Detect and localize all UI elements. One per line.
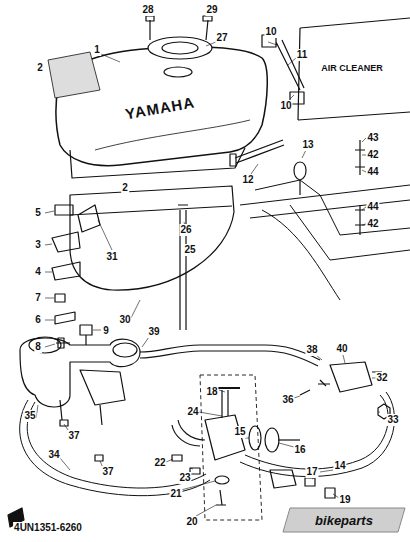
callout-number: 2 bbox=[121, 182, 129, 194]
callout-number: 3 bbox=[34, 239, 42, 251]
callout-number: 12 bbox=[241, 174, 254, 186]
callout-number: 4 bbox=[34, 266, 42, 278]
callout-number: 39 bbox=[147, 326, 160, 338]
callout-number: 37 bbox=[67, 430, 80, 442]
callout-number: 5 bbox=[34, 207, 42, 219]
fuel-cap bbox=[148, 37, 212, 59]
callout-number: 42 bbox=[366, 218, 379, 230]
callout-number: 19 bbox=[338, 494, 351, 506]
callout-number: 17 bbox=[305, 466, 318, 478]
fuel-pump bbox=[330, 362, 372, 392]
callout-number: 24 bbox=[186, 406, 199, 418]
callout-number: 44 bbox=[366, 201, 379, 213]
watermark: bikeparts bbox=[314, 513, 374, 528]
callout-number: 35 bbox=[23, 410, 36, 422]
tank-pad bbox=[70, 186, 234, 290]
callout-number: 22 bbox=[153, 457, 166, 469]
callout-number: 15 bbox=[233, 426, 246, 438]
brand-text: YAMAHA bbox=[123, 93, 197, 122]
callout-number: 2 bbox=[36, 62, 44, 74]
callout-number: 29 bbox=[205, 4, 218, 16]
callout-number: 18 bbox=[205, 386, 218, 398]
callout-number: 23 bbox=[178, 472, 191, 484]
callout-number: 10 bbox=[279, 100, 292, 112]
callout-number: 21 bbox=[169, 488, 182, 500]
callout-number: 38 bbox=[305, 344, 318, 356]
callout-number: 31 bbox=[105, 251, 118, 263]
callout-number: 16 bbox=[293, 444, 306, 456]
callout-number: 26 bbox=[179, 224, 192, 236]
callout-number: 14 bbox=[333, 460, 346, 472]
callout-number: 13 bbox=[301, 139, 314, 151]
watermark-plate bbox=[283, 508, 405, 532]
callout-number: 33 bbox=[386, 414, 399, 426]
callout-number: 9 bbox=[102, 325, 110, 337]
callout-number: 37 bbox=[101, 466, 114, 478]
carburetor bbox=[20, 338, 140, 407]
callout-number: 6 bbox=[34, 314, 42, 326]
callout-number: 43 bbox=[366, 132, 379, 144]
callout-number: 11 bbox=[296, 49, 309, 61]
callout-number: 44 bbox=[366, 166, 379, 178]
diagram-code: 4UN1351-6260 bbox=[13, 522, 83, 534]
callout-number: 1 bbox=[93, 44, 101, 56]
air-cleaner-outline bbox=[298, 18, 410, 120]
callout-number: 7 bbox=[34, 292, 42, 304]
callout-number: 27 bbox=[215, 32, 228, 44]
callout-number: 10 bbox=[264, 26, 277, 38]
callout-number: 28 bbox=[141, 4, 154, 16]
callout-number: 36 bbox=[281, 394, 294, 406]
callout-number: 32 bbox=[375, 372, 388, 384]
callout-number: 30 bbox=[118, 314, 131, 326]
callout-number: 25 bbox=[183, 244, 196, 256]
callout-number: 34 bbox=[47, 449, 60, 461]
callout-number: 42 bbox=[366, 149, 379, 161]
callout-number: 40 bbox=[335, 343, 348, 355]
callout-number: 20 bbox=[185, 516, 198, 528]
region-label: AIR CLEANER bbox=[320, 63, 384, 74]
callout-number: 8 bbox=[34, 341, 42, 353]
